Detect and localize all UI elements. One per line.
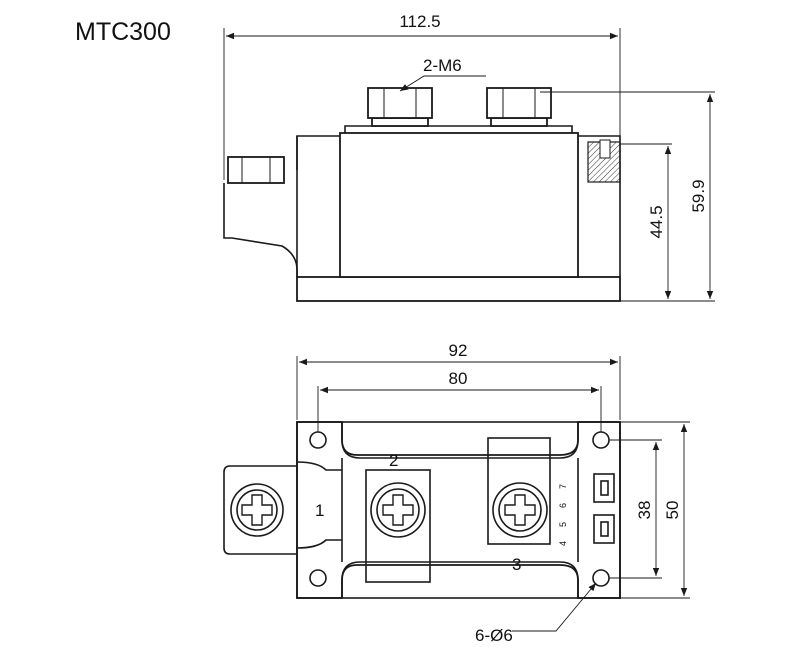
side-bolt-2 bbox=[367, 87, 433, 127]
base-outline bbox=[296, 421, 621, 599]
model-title: MTC300 bbox=[75, 18, 171, 46]
terminal-3: 3 bbox=[487, 437, 551, 574]
terminal-3-label: 3 bbox=[512, 555, 521, 574]
aux-connector-bottom bbox=[593, 514, 615, 544]
terminal-1: 1 bbox=[223, 465, 324, 555]
top-view: 1 2 3 4 5 6 7 bbox=[223, 341, 690, 645]
side-view: 112.5 2-M6 44.5 59.9 bbox=[223, 12, 715, 302]
aux-pin-6: 6 bbox=[558, 503, 568, 508]
dim-body-height: 44.5 bbox=[647, 205, 666, 238]
side-bolt-3 bbox=[486, 87, 552, 127]
mount-hole bbox=[309, 569, 327, 587]
dim-width: 92 bbox=[449, 341, 468, 360]
terminal-2: 2 bbox=[365, 451, 431, 583]
terminal-1-label: 1 bbox=[315, 501, 324, 520]
housing bbox=[339, 132, 579, 278]
left-ear bbox=[223, 183, 298, 277]
base-plate bbox=[296, 276, 621, 302]
left-shoulder bbox=[296, 135, 345, 170]
terminal-2-label: 2 bbox=[389, 451, 398, 470]
dim-depth: 50 bbox=[663, 501, 682, 520]
dim-hole-pitch-short: 38 bbox=[635, 501, 654, 520]
dim-holes: 6-Ø6 bbox=[475, 626, 513, 645]
aux-pin-7: 7 bbox=[558, 484, 568, 489]
dim-total-height: 59.9 bbox=[689, 179, 708, 212]
dim-bolt: 2-M6 bbox=[423, 56, 462, 75]
aux-pin-4: 4 bbox=[558, 541, 568, 546]
dim-length: 112.5 bbox=[399, 12, 440, 31]
aux-pin-5: 5 bbox=[558, 522, 568, 527]
dim-hole-pitch: 80 bbox=[449, 369, 468, 388]
side-bolt-1 bbox=[227, 156, 285, 184]
aux-connector-top bbox=[593, 473, 615, 503]
